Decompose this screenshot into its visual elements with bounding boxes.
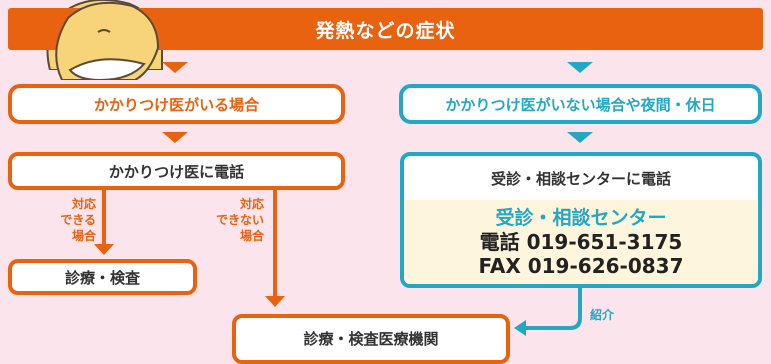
arrow-down-left-2 bbox=[162, 132, 188, 143]
center-info: 受診・相談センター 電話 019-651-3175 FAX 019-626-08… bbox=[404, 200, 758, 284]
cannot-handle-line-2: できない bbox=[215, 213, 264, 227]
connector-referral bbox=[524, 288, 582, 330]
has-doctor-label: かかりつけ医がいる場合 bbox=[93, 95, 260, 114]
destination-box: 診療・検査医療機関 bbox=[232, 314, 510, 364]
connector-left bbox=[102, 186, 106, 246]
referral-label: 紹介 bbox=[590, 306, 614, 323]
fax-number: FAX 019-626-0837 bbox=[478, 254, 684, 278]
call-doctor-label: かかりつけ医に電話 bbox=[108, 162, 245, 181]
call-doctor-box: かかりつけ医に電話 bbox=[8, 152, 345, 190]
connector-middle bbox=[273, 186, 277, 298]
can-handle-label: 対応 できる 場合 bbox=[44, 196, 96, 244]
phone-number: 電話 019-651-3175 bbox=[479, 230, 683, 254]
can-handle-line-2: できる bbox=[60, 213, 96, 227]
referral-text: 紹介 bbox=[590, 308, 615, 322]
no-doctor-label: かかりつけ医がいない場合や夜間・休日 bbox=[445, 95, 716, 114]
arrow-down-right-1 bbox=[567, 62, 593, 73]
treatment-box: 診療・検査 bbox=[8, 259, 197, 295]
treatment-label: 診療・検査 bbox=[64, 268, 140, 287]
has-doctor-box: かかりつけ医がいる場合 bbox=[8, 84, 345, 124]
flow-arrows bbox=[94, 62, 593, 336]
cannot-handle-line-3: 場合 bbox=[239, 229, 264, 243]
cannot-handle-label: 対応 できない 場合 bbox=[200, 196, 264, 244]
cannot-handle-line-1: 対応 bbox=[239, 197, 264, 211]
banner-title: 発熱などの症状 bbox=[315, 19, 456, 42]
arrow-to-destination-right bbox=[514, 320, 526, 336]
arrow-to-destination bbox=[265, 296, 285, 307]
arrow-down-right-2 bbox=[567, 132, 593, 143]
consultation-center-box: 受診・相談センターに電話 受診・相談センター 電話 019-651-3175 F… bbox=[400, 152, 762, 288]
no-doctor-box: かかりつけ医がいない場合や夜間・休日 bbox=[399, 84, 762, 124]
arrow-to-treatment bbox=[94, 244, 114, 255]
mascot-foreground bbox=[55, 1, 160, 80]
call-center-heading: 受診・相談センターに電話 bbox=[404, 156, 758, 200]
arrow-down-left-1 bbox=[162, 62, 188, 73]
call-center-label: 受診・相談センターに電話 bbox=[490, 169, 671, 188]
can-handle-line-1: 対応 bbox=[71, 197, 96, 211]
destination-label: 診療・検査医療機関 bbox=[303, 330, 439, 348]
center-name: 受診・相談センター bbox=[495, 207, 667, 229]
can-handle-line-3: 場合 bbox=[71, 229, 96, 243]
